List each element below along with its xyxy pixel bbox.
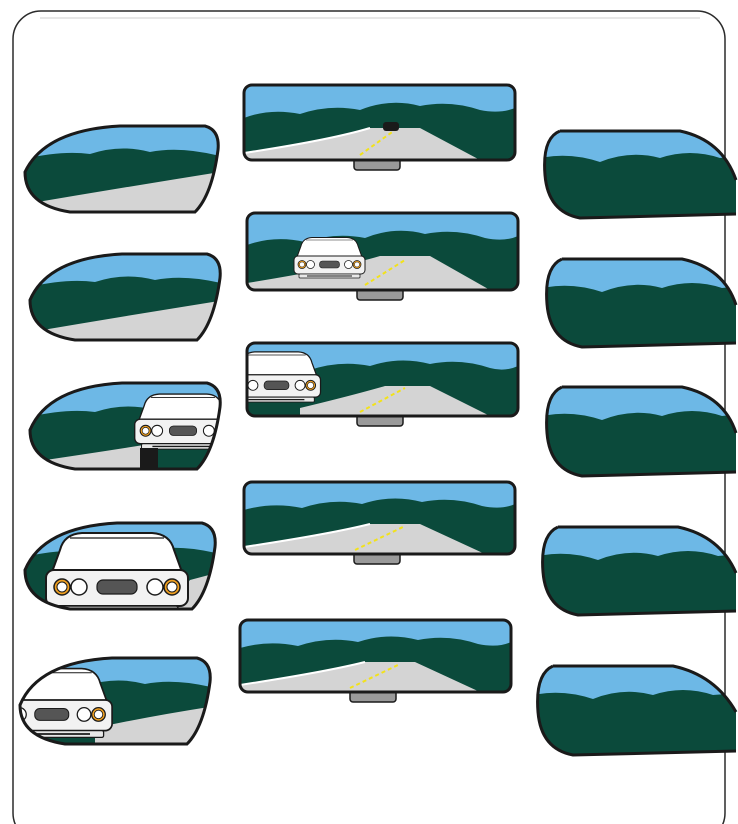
rearview-mirror-4	[244, 482, 515, 564]
rearview-mirror-2	[247, 213, 518, 300]
car-icon	[46, 533, 188, 614]
rearview-mirror-1	[244, 85, 515, 170]
right-side-mirror-3	[542, 381, 738, 481]
car-icon	[294, 238, 365, 279]
right-side-mirror-2	[542, 253, 738, 353]
distant-car-icon	[383, 122, 399, 131]
rearview-mirror-3	[232, 343, 518, 426]
rearview-mirror-5	[240, 620, 511, 702]
